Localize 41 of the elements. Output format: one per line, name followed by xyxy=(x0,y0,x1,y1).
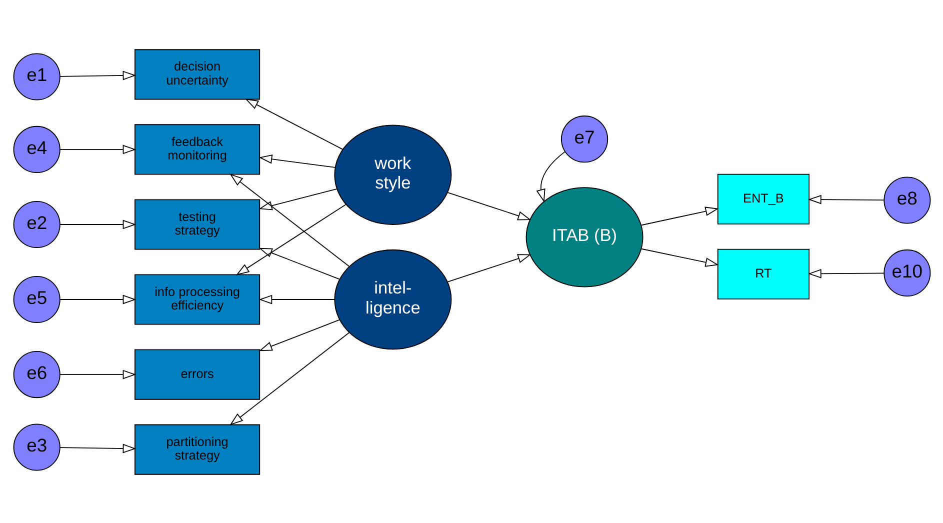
node-circle: e1 xyxy=(12,52,60,100)
arrow xyxy=(229,173,350,266)
arrow xyxy=(59,443,136,453)
node-box: errors xyxy=(134,348,260,400)
node-box: partitioning strategy xyxy=(134,424,260,474)
arrow xyxy=(258,154,336,168)
node-box: info processing efficiency xyxy=(134,274,260,324)
node-circle: e8 xyxy=(883,176,930,224)
arrow xyxy=(446,192,531,220)
arrow xyxy=(59,144,136,154)
node-circle: e3 xyxy=(12,423,60,470)
node-circle: e5 xyxy=(12,275,60,323)
arrow xyxy=(59,219,136,229)
arrow xyxy=(258,294,335,304)
node-box: ENT_B xyxy=(716,173,809,224)
arrow xyxy=(807,268,884,278)
arrow xyxy=(59,369,136,379)
arrow xyxy=(536,150,565,202)
arrow xyxy=(446,254,531,282)
node-box: decision uncertainty xyxy=(134,48,260,100)
arrow xyxy=(59,294,136,304)
arrow xyxy=(258,247,340,280)
node-box: testing strategy xyxy=(134,198,260,250)
node-ellipse: intel- ligence xyxy=(334,248,452,350)
node-circle: e2 xyxy=(12,200,60,248)
arrow xyxy=(59,70,136,80)
arrow xyxy=(244,98,343,150)
node-ellipse: work style xyxy=(334,124,452,224)
node-circle: e7 xyxy=(560,115,608,162)
node-circle: e6 xyxy=(12,350,60,398)
arrow xyxy=(235,203,346,275)
arrow xyxy=(229,332,350,425)
node-circle: e4 xyxy=(12,125,60,172)
node-box: feedback monitoring xyxy=(134,124,260,174)
arrow xyxy=(640,206,718,226)
arrow xyxy=(258,188,337,210)
arrow xyxy=(258,318,340,351)
node-circle: e10 xyxy=(883,248,930,296)
arrow xyxy=(640,248,718,266)
node-box: RT xyxy=(716,248,809,299)
arrow xyxy=(807,194,884,204)
